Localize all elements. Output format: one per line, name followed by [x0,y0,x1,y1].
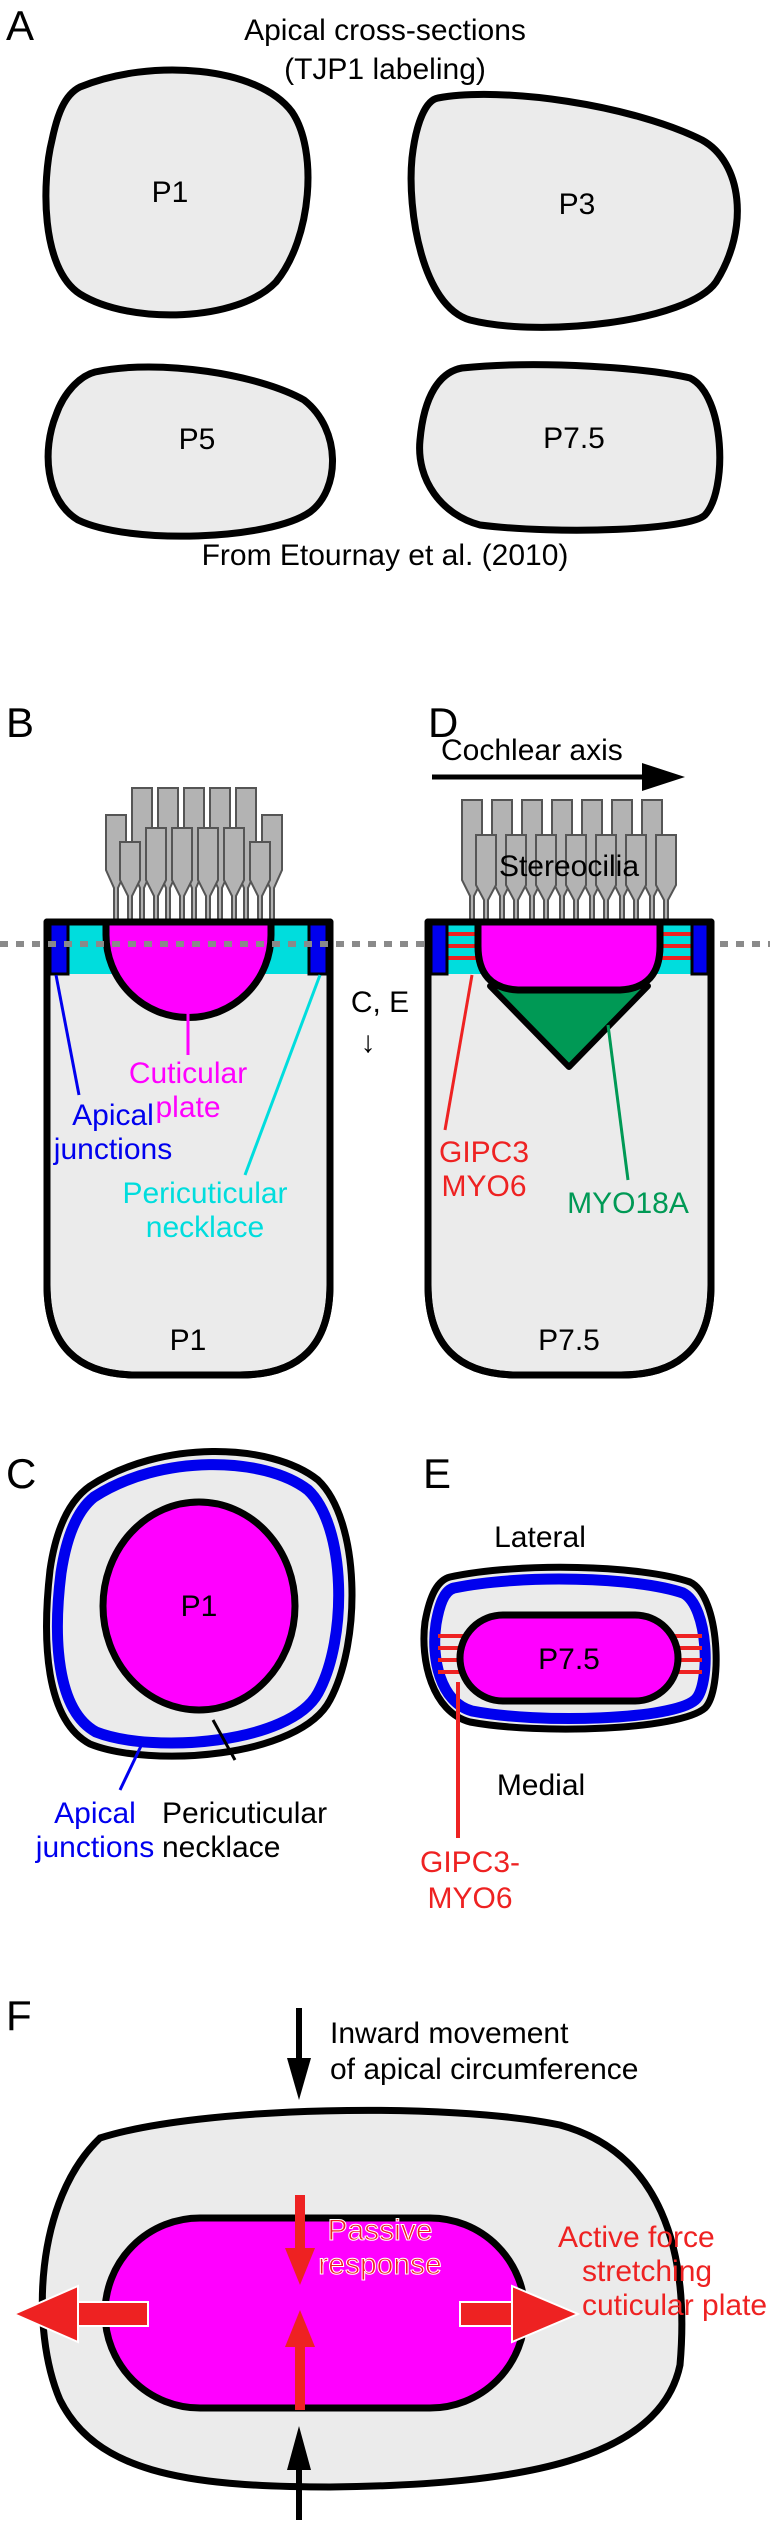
inward-label-2: of apical circumference [330,2053,638,2086]
apical-junction-right-d [690,922,710,976]
cross-section-p7-5-label: P7.5 [543,422,605,455]
panel-a: A Apical cross-sections (TJP1 labeling) … [6,2,741,572]
apical-junctions-label-1: Apical [72,1099,154,1132]
panel-a-title-line1: Apical cross-sections [244,14,526,47]
panel-label-c: C [6,1450,36,1497]
cochlear-axis-arrowhead [642,763,685,791]
panel-c: C P1 Apical junctions Pericuticular neck… [6,1448,356,1864]
inward-label-1: Inward movement [330,2017,569,2050]
panel-label-f: F [6,1992,32,2039]
panel-e-gipc3-label-2: MYO6 [427,1882,512,1915]
panel-label-b: B [6,699,34,746]
active-label-2: stretching [582,2255,712,2288]
panel-c-junctions-label-2: junctions [35,1831,154,1864]
cuticular-plate-label-1: Cuticular [129,1057,247,1090]
panel-label-e: E [423,1450,451,1497]
passive-label-1: Passive [327,2214,432,2247]
inward-arrow-bottom [287,2426,311,2470]
cross-section-p7-5 [416,361,724,534]
stereocilia-bundle-b [105,787,283,927]
section-line-label: C, E [351,986,409,1019]
gipc3-myo6-stripes-d [448,932,691,960]
panel-b-stage: P1 [170,1324,207,1357]
panel-c-necklace-label-2: necklace [162,1831,280,1864]
apical-junction-right-b [307,922,329,976]
cuticular-plate-e [456,1611,682,1705]
cross-section-p5-label: P5 [179,423,216,456]
panel-e: E Lateral P7.5 Medial GIPC3- MYO6 [420,1450,720,1915]
stereocilia-label: Stereocilia [499,850,639,883]
panel-a-title-line2: (TJP1 labeling) [284,53,486,86]
stereocilium [197,827,219,927]
cuticular-plate-label-2: plate [155,1091,220,1124]
panel-c-stage: P1 [181,1590,218,1623]
panel-c-necklace-label-1: Pericuticular [162,1797,327,1830]
panel-e-stage: P7.5 [538,1643,600,1676]
cross-section-p1-label: P1 [152,176,189,209]
apical-junction-left-d [429,922,449,976]
medial-label: Medial [497,1769,585,1802]
stereocilium [475,834,497,927]
inward-arrow-top [287,2058,311,2100]
panel-b: B Cuticular [6,699,334,1379]
cross-section-p3 [407,90,741,331]
passive-arrows [285,2195,315,2410]
gipc3-label-1: GIPC3 [439,1136,529,1169]
stereocilium [223,827,245,927]
stereocilium [171,827,193,927]
section-line-arrow: ↓ [361,1026,376,1059]
apical-junctions-ring-e [429,1573,711,1725]
panel-d: D Cochlear axis Stereocilia [424,699,715,1379]
stereocilium [249,841,271,927]
cross-section-p1 [42,66,312,319]
panel-e-gipc3-label-1: GIPC3- [420,1846,520,1879]
cuticular-plate-d [474,918,664,994]
stereocilium [145,827,167,927]
panel-c-junctions-label-1: Apical [54,1797,136,1830]
cochlear-axis-label: Cochlear axis [441,734,623,767]
cross-section-p3-label: P3 [559,188,596,221]
panel-d-stage: P7.5 [538,1324,600,1357]
source-citation: From Etournay et al. (2010) [202,539,569,572]
cross-section-p5 [44,363,336,540]
lateral-label: Lateral [494,1521,586,1554]
apical-junctions-label-2: junctions [53,1133,172,1166]
myo18a-label: MYO18A [567,1187,689,1220]
active-arrows [11,2284,581,2344]
gipc3-label-2: MYO6 [441,1170,526,1203]
active-label-1: Active force [558,2221,715,2254]
panel-f: F Inward movement of apical circumferenc… [6,1992,767,2520]
apical-junction-left-b [48,922,70,976]
stereocilium [655,834,677,927]
cuticular-plate-c [99,1498,299,1714]
stereocilium [119,841,141,927]
pericuticular-label-1: Pericuticular [122,1177,287,1210]
pericuticular-label-2: necklace [146,1211,264,1244]
apical-junctions-ring-c [51,1459,345,1749]
active-label-3: cuticular plate [582,2289,767,2322]
panel-label-d: D [428,699,458,746]
panel-label-a: A [6,2,34,49]
passive-label-2: response [318,2248,441,2281]
